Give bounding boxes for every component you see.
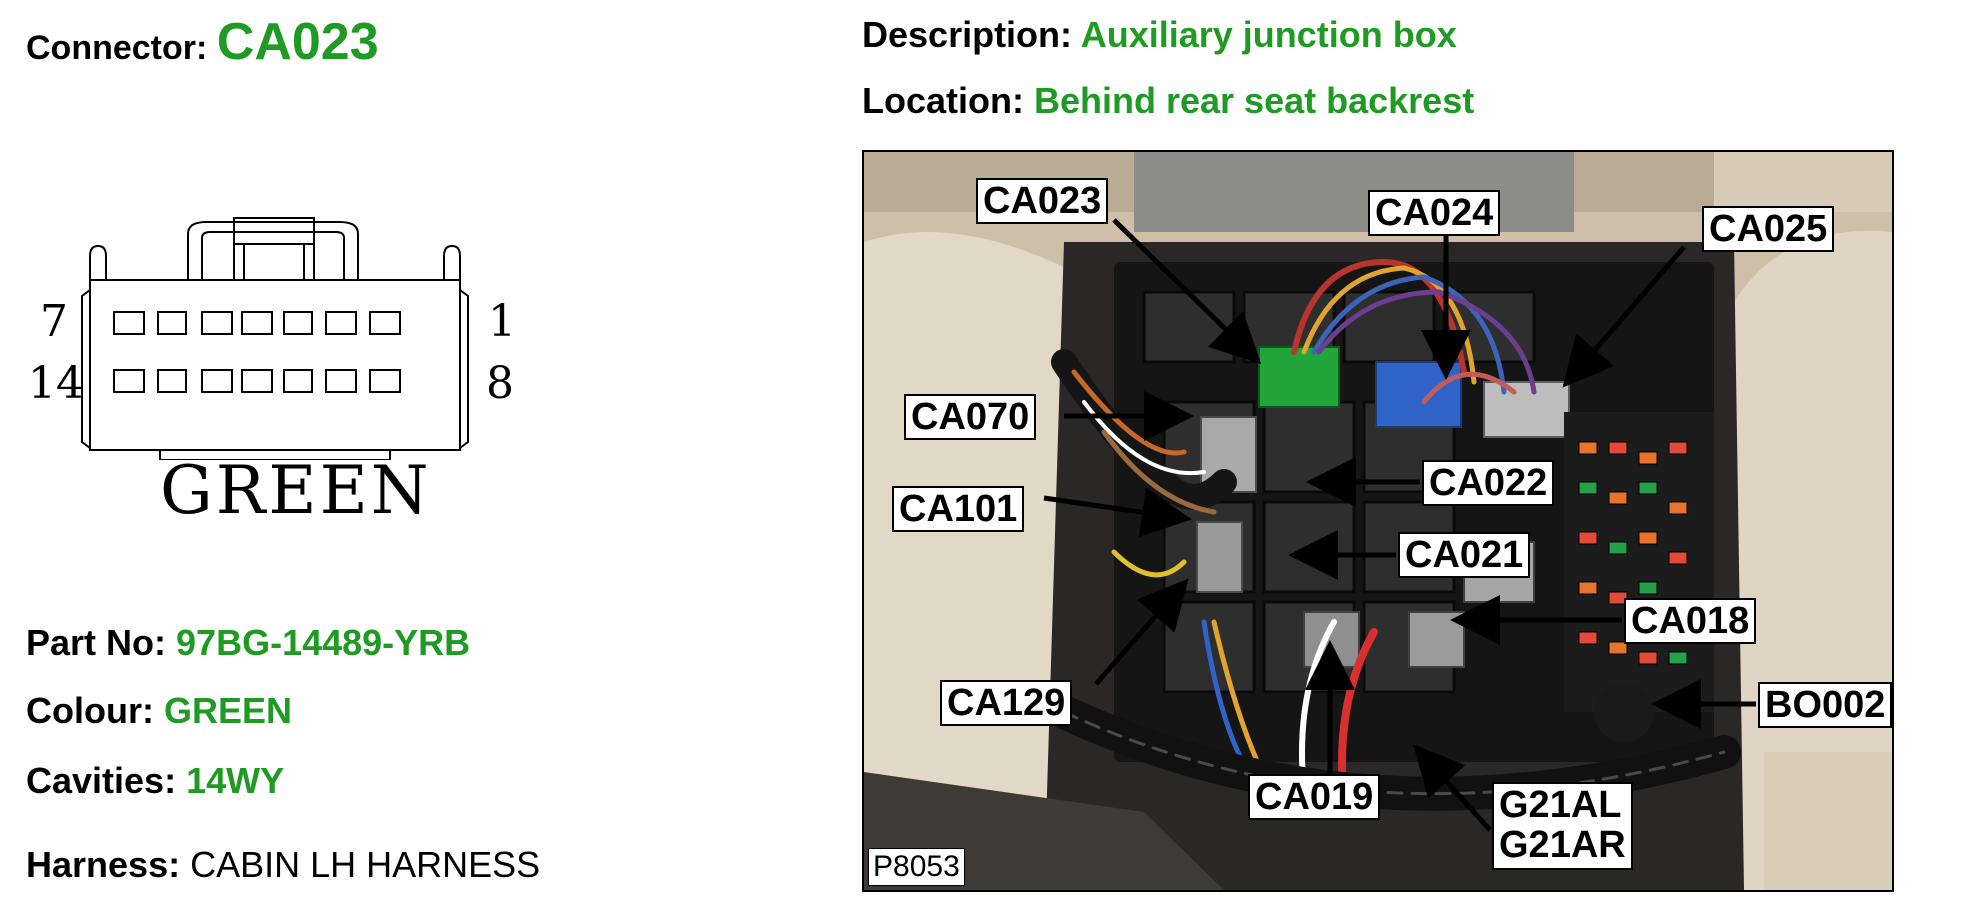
description-label: Description: <box>862 14 1073 55</box>
colour-value: GREEN <box>163 690 293 731</box>
cavities-label: Cavities: <box>26 760 177 801</box>
callout-g21al: G21AL <box>1499 784 1622 826</box>
photo-scene <box>864 152 1892 890</box>
photo-code: P8053 <box>868 848 965 886</box>
part-no-label: Part No: <box>26 622 167 663</box>
callout-ca019: CA019 <box>1248 774 1381 820</box>
callout-g21a: G21AL G21AR <box>1492 782 1633 870</box>
callout-ca024: CA024 <box>1368 190 1501 236</box>
callout-ca101: CA101 <box>892 486 1025 532</box>
part-no-row: Part No: 97BG-14489-YRB <box>26 622 470 664</box>
connector-value: CA023 <box>216 13 379 71</box>
callout-ca025: CA025 <box>1702 206 1835 252</box>
cavities-row: Cavities: 14WY <box>26 760 284 802</box>
description-row: Description: Auxiliary junction box <box>862 14 1457 56</box>
connector-row: Connector: CA023 <box>26 12 379 72</box>
pin-label-top-right: 1 <box>488 296 516 347</box>
face-colour-label: GREEN <box>160 452 432 529</box>
callout-ca022: CA022 <box>1422 460 1555 506</box>
connector-label: Connector: <box>26 29 208 67</box>
callout-ca021: CA021 <box>1398 532 1531 578</box>
colour-row: Colour: GREEN <box>26 690 292 732</box>
description-value: Auxiliary junction box <box>1080 14 1457 55</box>
junction-box-photo: CA023 CA024 CA025 CA070 CA022 CA101 CA02… <box>862 150 1894 892</box>
callout-ca070: CA070 <box>904 394 1037 440</box>
cavities-value: 14WY <box>186 760 285 801</box>
callout-ca018: CA018 <box>1624 598 1757 644</box>
harness-row: Harness: CABIN LH HARNESS <box>26 844 540 886</box>
harness-value: CABIN LH HARNESS <box>190 844 541 885</box>
harness-label: Harness: <box>26 844 181 885</box>
callout-g21ar: G21AR <box>1499 823 1626 866</box>
location-row: Location: Behind rear seat backrest <box>862 80 1474 122</box>
part-no-value: 97BG-14489-YRB <box>176 622 471 663</box>
callout-ca023: CA023 <box>976 178 1109 224</box>
pin-label-bottom-left: 14 <box>28 358 84 409</box>
pin-label-top-left: 7 <box>40 296 68 347</box>
location-label: Location: <box>862 80 1024 121</box>
colour-label: Colour: <box>26 690 154 731</box>
location-value: Behind rear seat backrest <box>1034 80 1475 121</box>
pin-label-bottom-right: 8 <box>486 358 514 409</box>
connector-face-diagram <box>81 217 469 460</box>
callout-ca129: CA129 <box>940 680 1073 726</box>
callout-bo002: BO002 <box>1758 682 1892 728</box>
